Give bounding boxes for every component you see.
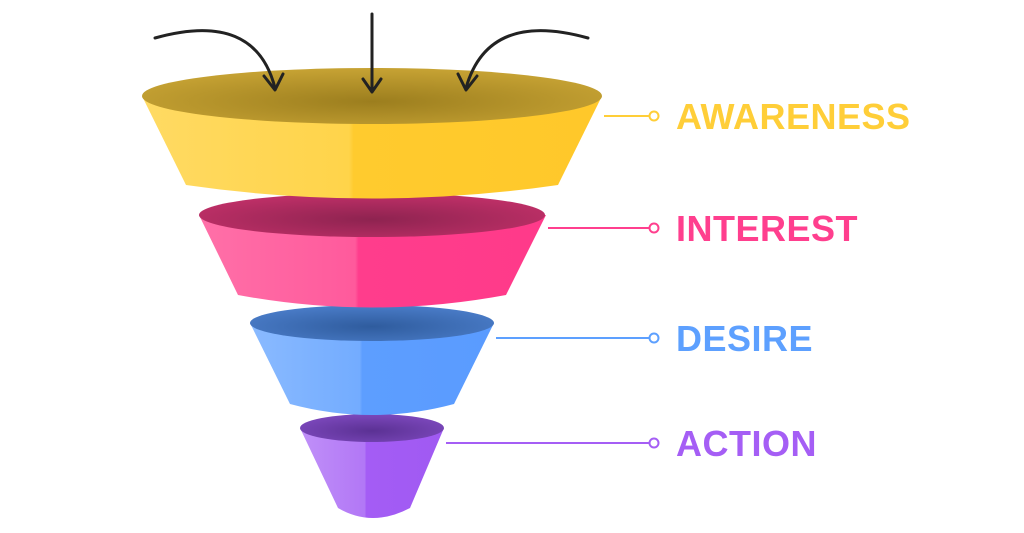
stage-action-body xyxy=(300,428,444,518)
connector-dot-action xyxy=(648,437,660,449)
funnel-stage-interest xyxy=(199,193,546,308)
funnel-stage-awareness xyxy=(142,68,602,199)
funnel-stage-action xyxy=(300,414,444,518)
funnel-stage-desire xyxy=(250,305,494,415)
stage-action-rim xyxy=(300,414,444,442)
stage-label-awareness: AWARENESS xyxy=(676,96,911,137)
stage-label-desire: DESIRE xyxy=(676,318,813,359)
connector-dot-awareness xyxy=(648,110,660,122)
stage-awareness-rim xyxy=(142,68,602,124)
stage-interest-rim xyxy=(199,193,545,237)
stage-label-interest: INTEREST xyxy=(676,208,858,249)
stage-label-action: ACTION xyxy=(676,423,817,464)
arrow-curved-right-icon xyxy=(456,29,590,92)
stage-awareness-body xyxy=(142,96,602,199)
connector-dot-desire xyxy=(648,332,660,344)
arrow-curved-left-icon xyxy=(153,29,285,92)
arrow-down-icon xyxy=(361,12,383,94)
connector-dot-interest xyxy=(648,222,660,234)
stage-interest-body xyxy=(199,215,546,308)
stage-desire-rim xyxy=(250,305,494,341)
stage-desire-body xyxy=(250,323,494,415)
